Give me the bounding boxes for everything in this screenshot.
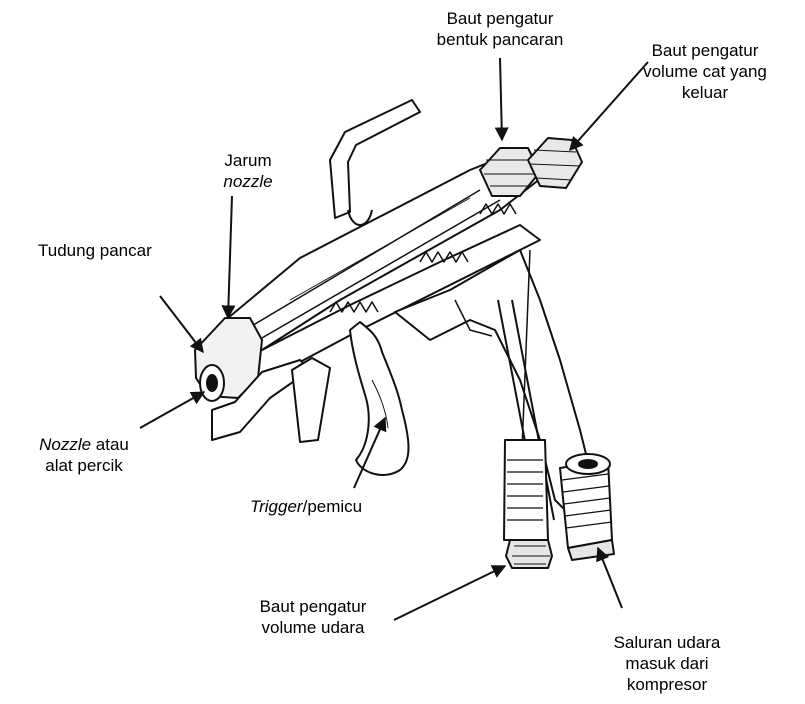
arrow-saluran: [598, 548, 622, 608]
label-rest-part: /pemicu: [303, 497, 363, 516]
label-line: masuk dari: [592, 653, 742, 674]
label-line: Baut pengatur: [400, 8, 600, 29]
arrow-nozzle: [140, 392, 204, 428]
label-trigger-pemicu: Trigger/pemicu: [250, 496, 362, 517]
arrow-baut-bentuk: [500, 58, 502, 140]
label-baut-bentuk-pancaran: Baut pengatur bentuk pancaran: [400, 8, 600, 50]
label-rest-part: atau: [91, 435, 129, 454]
label-line: Jarum: [198, 150, 298, 171]
label-line: bentuk pancaran: [400, 29, 600, 50]
label-line: volume cat yang: [620, 61, 790, 82]
label-line: alat percik: [24, 455, 144, 476]
label-line: volume udara: [228, 617, 398, 638]
label-line: Baut pengatur: [228, 596, 398, 617]
label-jarum-nozzle: Jarum nozzle: [198, 150, 298, 192]
label-baut-volume-cat: Baut pengatur volume cat yang keluar: [620, 40, 790, 103]
label-line: keluar: [620, 82, 790, 103]
label-line: Baut pengatur: [620, 40, 790, 61]
label-italic-part: Nozzle: [39, 435, 91, 454]
arrow-tudung: [160, 296, 203, 352]
label-nozzle-alat-percik: Nozzle atau alat percik: [24, 434, 144, 476]
label-line: Nozzle atau: [24, 434, 144, 455]
arrow-jarum: [228, 196, 232, 318]
arrow-baut-udara: [394, 566, 505, 620]
label-saluran-udara: Saluran udara masuk dari kompresor: [592, 632, 742, 695]
label-tudung-pancar: Tudung pancar: [38, 240, 152, 261]
label-line: Trigger/pemicu: [250, 496, 362, 517]
label-line: nozzle: [198, 171, 298, 192]
label-line: kompresor: [592, 674, 742, 695]
label-line: Saluran udara: [592, 632, 742, 653]
label-line: Tudung pancar: [38, 240, 152, 261]
label-italic-part: Trigger: [250, 497, 303, 516]
label-baut-volume-udara: Baut pengatur volume udara: [228, 596, 398, 638]
